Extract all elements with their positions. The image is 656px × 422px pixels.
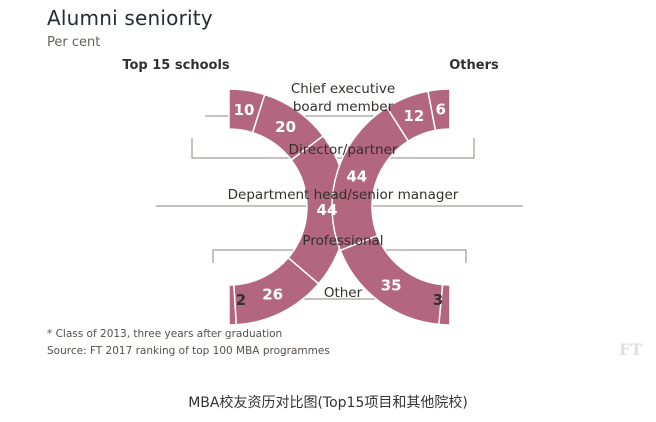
category-label-1-line-1: Chief executive (291, 81, 395, 97)
series-name-top15: Top 15 schools (122, 58, 230, 73)
value-label-others-1: 6 (436, 100, 446, 118)
value-label-top15-3: 44 (317, 201, 338, 219)
value-label-top15-2: 20 (275, 118, 296, 136)
value-label-top15-1: 10 (234, 101, 255, 119)
value-label-top15-4: 26 (262, 286, 283, 304)
series-name-others: Others (449, 58, 499, 73)
ring-segments (228, 88, 451, 326)
connector-line-4 (212, 249, 467, 263)
value-label-others-3: 44 (346, 168, 367, 186)
source-note: Source: FT 2017 ranking of top 100 MBA p… (47, 345, 330, 357)
chart-title: Alumni seniority (47, 6, 213, 30)
image-caption: MBA校友资历对比图(Top15项目和其他院校) (188, 395, 468, 411)
segment-others-5 (438, 283, 451, 326)
category-label-1-line-2: board member (293, 99, 394, 115)
value-label-top15-5: 2 (236, 291, 246, 309)
value-label-others-2: 12 (403, 107, 424, 125)
segment-top15-5 (228, 284, 238, 326)
category-label-4: Professional (302, 233, 383, 249)
chart-subtitle: Per cent (47, 35, 101, 50)
footnote: * Class of 2013, three years after gradu… (47, 328, 283, 340)
ft-logo: FT (619, 340, 643, 359)
segment-others-3 (331, 106, 410, 252)
category-label-3: Department head/senior manager (228, 187, 459, 203)
category-label-5: Other (324, 285, 363, 301)
value-label-others-5: 3 (433, 291, 443, 309)
category-label-2: Director/partner (289, 142, 398, 158)
value-label-others-4: 35 (381, 276, 402, 294)
